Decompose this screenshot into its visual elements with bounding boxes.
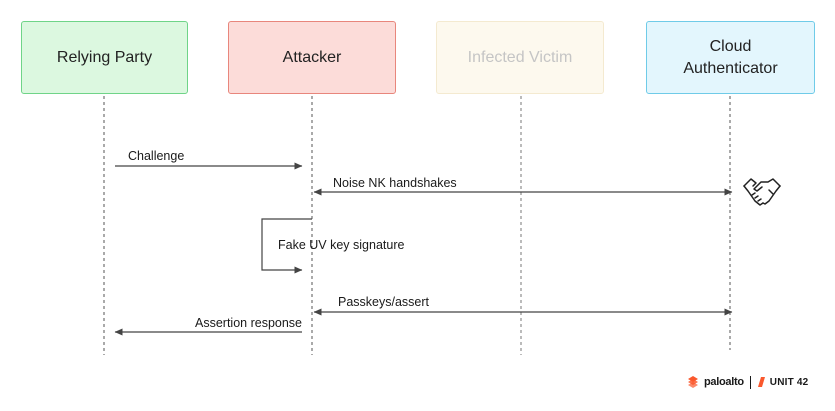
actor-attacker: Attacker [228, 21, 396, 94]
paloalto-logo-icon [688, 376, 698, 388]
label-challenge: Challenge [128, 149, 185, 163]
actor-infected-victim: Infected Victim [436, 21, 604, 94]
actor-label-cloud-line2: Authenticator [683, 59, 778, 77]
actor-label-infected-victim: Infected Victim [467, 48, 573, 66]
label-fake-uv-signature: Fake UV key signature [278, 238, 405, 252]
actor-label-cloud-line1: Cloud [709, 37, 752, 55]
actor-relying-party: Relying Party [21, 21, 188, 94]
actor-label-cloud-authenticator: Cloud Authenticator [683, 36, 777, 79]
unit42-wordmark: UNIT 42 [769, 376, 809, 388]
actor-cloud-authenticator: Cloud Authenticator [646, 21, 815, 94]
label-passkeys-assert: Passkeys/assert [338, 295, 430, 309]
logo-separator [749, 375, 751, 389]
unit42-logo-icon [757, 377, 765, 387]
branding-logo: paloalto UNIT 42 [686, 374, 808, 390]
paloalto-wordmark: paloalto [704, 376, 744, 388]
label-noise-handshakes: Noise NK handshakes [333, 176, 457, 190]
arrow-fake-uv-loop [261, 218, 312, 274]
actor-label-relying-party: Relying Party [56, 48, 153, 66]
label-assertion-response: Assertion response [195, 316, 303, 330]
actor-label-attacker: Attacker [282, 48, 342, 66]
handshake-icon [743, 178, 781, 206]
